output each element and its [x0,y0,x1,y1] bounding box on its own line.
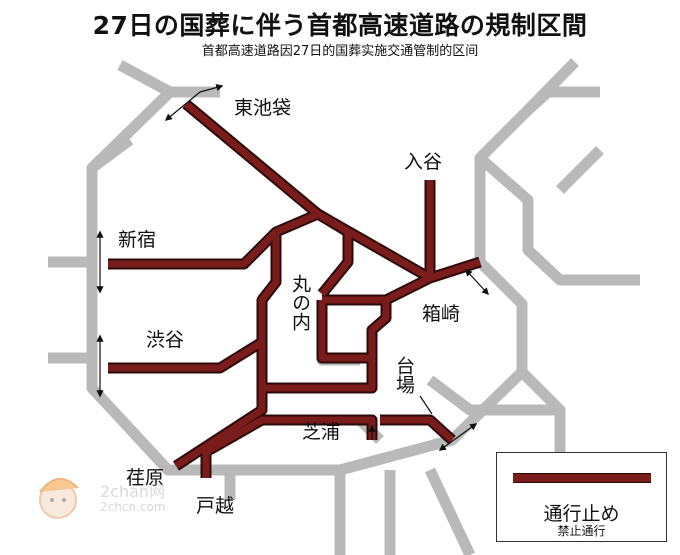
route-ikebukuro-closed [183,101,482,282]
arrow-hakozaki [465,268,489,296]
label-daiba: 台場 [393,356,415,395]
ring-left-connector [88,135,134,173]
route-shinjuku-closed [108,210,352,297]
inner-loop-road [316,300,360,366]
arrow-daiba [438,423,478,451]
map-title: 27日の国葬に伴う首都高速道路の規制区間 [92,11,588,40]
label-iriya: 入谷 [404,151,442,173]
daiba-pointer [419,395,433,415]
label-shinjuku: 新宿 [118,229,156,251]
legend-closed-sublabel: 禁止通行 [557,524,606,538]
watermark-mascot-icon [39,478,79,519]
legend-closed-label: 通行止め [543,503,620,525]
nw-radial-road [117,60,173,97]
label-marunouchi: 丸の内 [289,274,311,331]
label-ebara: 荏原 [126,467,164,489]
ne-upper-road [476,153,640,286]
label-hakozaki: 箱崎 [422,303,460,325]
route-ebara-closed [174,388,266,469]
site-watermark: 2chan网 2chcn.com [26,466,196,526]
label-higashi-ikebukuro: 東池袋 [234,97,291,119]
label-togoshi: 戸越 [196,495,234,517]
arrow-ikebukuro [164,91,201,121]
route-loop-closed [318,296,386,362]
label-shibuya: 渋谷 [146,329,184,351]
map-legend: 通行止め 禁止通行 [496,452,667,542]
label-shibaura: 芝浦 [302,421,340,443]
bay-road [426,375,560,416]
map-subtitle: 首都高速道路因27日的国葬实施交通管制的区间 [201,44,479,59]
closure-arrows [96,84,489,451]
closed-routes [108,99,482,478]
watermark-text-url: 2chcn.com [100,500,166,514]
east-radial-road [556,146,604,194]
route-shibuya-closed [108,232,280,372]
legend-closed-swatch [513,473,651,483]
ne-radial-road [524,58,579,114]
arrow-ikebukuro-out [199,84,224,93]
watermark-text-primary: 2chan网 [100,482,166,501]
south-road-c [425,467,475,555]
